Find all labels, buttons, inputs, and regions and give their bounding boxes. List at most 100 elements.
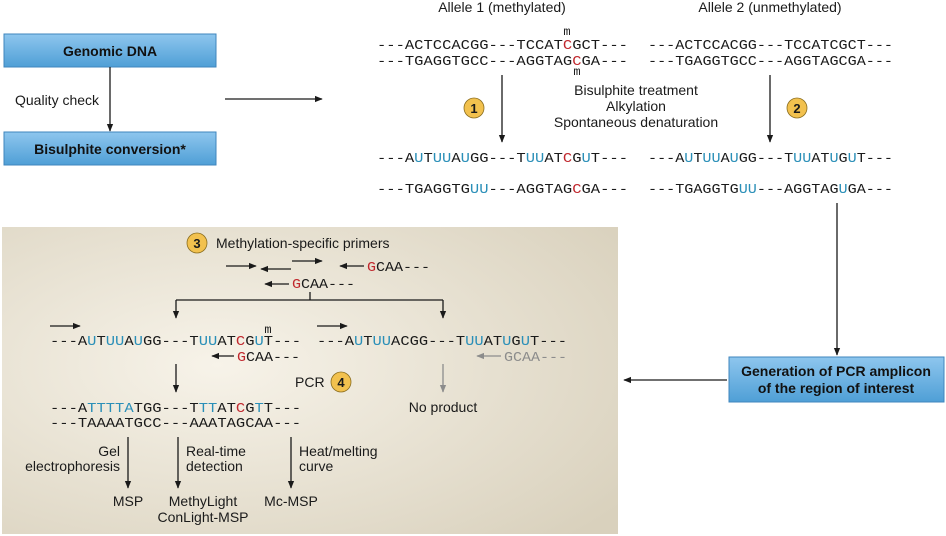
sequence-segment: C (563, 151, 572, 167)
step-badge-2 (786, 97, 808, 119)
sequence-segment: ---A (50, 334, 88, 350)
treatment-line-1: Bisulphite treatment (574, 82, 698, 98)
sequence-segment: G (367, 260, 376, 276)
step-badge-2-number: 2 (793, 101, 800, 116)
sequence-segment: TTTTA (87, 401, 134, 417)
conlight-msp-label: ConLight-MSP (157, 509, 248, 525)
pcr-label: PCR (295, 374, 325, 390)
sequence-segment: UU (465, 334, 484, 350)
sequence-segment: C (563, 38, 572, 54)
sequence-segment: CAA--- (301, 277, 355, 293)
sequence-segment: ---TGAGGTG (377, 182, 470, 198)
sequence-segment: UU (433, 151, 452, 167)
sequence-segment: TT (199, 401, 218, 417)
sequence-segment: GA--- (848, 182, 893, 198)
sequence-segment: ---A (50, 401, 88, 417)
sequence-segment: ---AGGTAG (757, 182, 839, 198)
mc-msp-label: Mc-MSP (264, 493, 318, 509)
sequence-segment: UU (199, 334, 218, 350)
sequence-segment: U (829, 151, 838, 167)
methylight-label: MethyLight (169, 493, 238, 509)
sequence-segment: UU (526, 151, 545, 167)
sequence-segment: G (839, 151, 848, 167)
sequence-segment: U (354, 334, 363, 350)
sequence-segment: G (245, 401, 254, 417)
sequence-segment: GG---T (739, 151, 793, 167)
sequence-segment: AT (217, 401, 236, 417)
sequence-segment: T (423, 151, 432, 167)
sequence-segment: C (572, 182, 581, 198)
sequence-segment: ---ACTCCACGG---TCCAT (377, 38, 563, 54)
primers-label: Methylation-specific primers (216, 235, 390, 251)
heat-label-2: curve (299, 458, 333, 474)
sequence-segment: TGG---T (134, 401, 199, 417)
sequence-segment: GA--- (582, 182, 628, 198)
left-primer-gcaa: GCAA--- (237, 350, 300, 366)
sequence-segment: ---TAAAATGCC---AAATAGCAA--- (50, 416, 301, 432)
pcr-amplicon-line-1: Generation of PCR amplicon (741, 363, 931, 379)
sequence-segment: U (848, 151, 857, 167)
sequence-segment: AT (217, 334, 236, 350)
sequence-segment: G (511, 334, 520, 350)
sequence-segment: UU (106, 334, 125, 350)
pcr-product-bottom: ---TAAAATGCC---AAATAGCAA--- (50, 416, 301, 432)
sequence-segment: T (363, 334, 372, 350)
sequence-segment: GCAA--- (504, 350, 567, 366)
sequence-segment: CAA--- (376, 260, 430, 276)
sequence-segment: UU (793, 151, 811, 167)
realtime-label-1: Real-time (186, 443, 246, 459)
sequence-segment: ---TGAGGTGCC---AGGTAGCGA--- (648, 54, 893, 70)
allele2-title: Allele 2 (unmethylated) (698, 0, 841, 15)
left-methyl-mark: m (264, 323, 271, 337)
genomic-dna-label: Genomic DNA (63, 43, 157, 59)
sequence-segment: C (236, 401, 245, 417)
methyl-mark-top: m (563, 25, 570, 39)
sequence-segment: U (134, 334, 143, 350)
sequence-segment: U (684, 151, 693, 167)
sequence-segment: G (292, 277, 301, 293)
sequence-segment: UU (739, 182, 757, 198)
sequence-segment: U (521, 334, 530, 350)
sequence-segment: U (730, 151, 739, 167)
sequence-segment: U (582, 151, 591, 167)
sequence-segment: U (839, 182, 848, 198)
allele2-top-strand: ---ACTCCACGG---TCCATCGCT--- (648, 38, 893, 54)
sequence-segment: AT (484, 334, 503, 350)
sequence-segment: A (124, 334, 134, 350)
primer-gcaa-top: GCAA--- (367, 260, 430, 276)
sequence-segment: T--- (264, 334, 301, 350)
sequence-segment: UU (470, 182, 489, 198)
sequence-segment: U (87, 334, 96, 350)
bisulphite-conversion-label: Bisulphite conversion* (34, 141, 186, 157)
step-badge-4 (330, 371, 352, 393)
step-badge-3-number: 3 (193, 236, 200, 251)
sequence-segment: UU (702, 151, 720, 167)
sequence-segment: T--- (591, 151, 628, 167)
sequence-segment: U (461, 151, 470, 167)
sequence-segment: U (414, 151, 423, 167)
treatment-line-2: Alkylation (606, 98, 666, 114)
quality-check-label: Quality check (15, 92, 100, 108)
msp-panel (2, 227, 618, 534)
sequence-segment: GCT--- (572, 38, 628, 54)
gel-label-2: electrophoresis (25, 458, 120, 474)
sequence-segment: GA--- (582, 54, 628, 70)
sequence-segment: ACGG---T (391, 334, 465, 350)
sequence-segment: A (451, 151, 461, 167)
sequence-segment: ---TGAGGTG (648, 182, 739, 198)
sequence-segment: A (721, 151, 731, 167)
sequence-segment: ---A (317, 334, 355, 350)
pcr-amplicon-line-2: of the region of interest (758, 380, 915, 396)
sequence-segment: T (693, 151, 702, 167)
sequence-segment: C (236, 334, 245, 350)
sequence-segment: T--- (530, 334, 567, 350)
sequence-segment: U (255, 334, 264, 350)
